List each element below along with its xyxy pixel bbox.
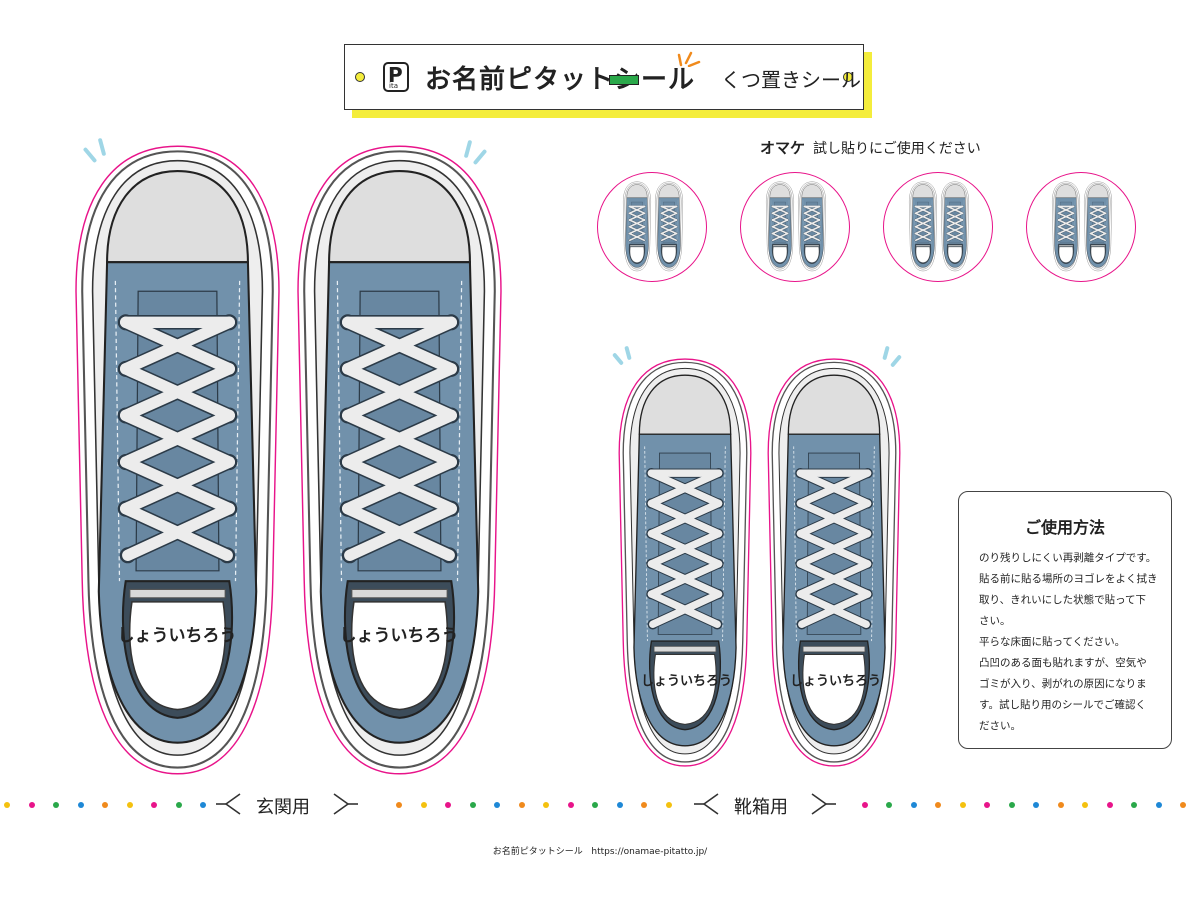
trial-text: 試し貼りにご使用ください [813, 141, 981, 157]
trial-shoes-3 [908, 180, 970, 273]
divider-dot [861, 802, 868, 808]
divider-dot [543, 802, 549, 808]
footer-brand: お名前ピタットシール [492, 847, 583, 857]
logo-letter: P [388, 63, 403, 87]
howto-line: さい。 [979, 615, 1011, 627]
divider-dot [518, 802, 525, 808]
howto-line: ゴミが入り、剥がれの原因になりま [979, 678, 1147, 690]
divider-dot [102, 802, 108, 808]
divider-dot [494, 802, 500, 808]
howto-line: 取り、きれいにした状態で貼って下 [979, 594, 1147, 606]
brand-title: お名前ピタットシール [425, 65, 696, 95]
howto-line: す。試し貼り用のシールでご確認く [979, 699, 1146, 711]
divider-dot [200, 802, 206, 808]
footer-url: https://onamae-pitatto.jp/ [591, 847, 708, 857]
footer: お名前ピタットシール https://onamae-pitatto.jp/ [0, 844, 1200, 857]
trial-shoes-1 [622, 180, 684, 273]
trial-sticker-3 [883, 172, 993, 282]
trial-sticker-2 [740, 172, 850, 282]
entrance-shoe-right [282, 140, 517, 780]
divider-dot [959, 802, 966, 808]
entrance-left-name: しょういちろう [117, 626, 237, 646]
howto-line: のり残りしにくい再剥離タイプです。 [979, 552, 1157, 564]
shoebox-shoe-right [767, 355, 901, 770]
divider-dot [910, 802, 917, 808]
brand-accent-bar [609, 75, 639, 85]
sheet-subtitle: くつ置きシール [721, 68, 861, 92]
divider-dot [420, 802, 427, 808]
divider-dot [567, 802, 574, 808]
divider-dot [445, 802, 451, 808]
howto-box: ご使用方法 のり残りしにくい再剥離タイプです。 貼る前に貼る場所のヨゴレをよく拭… [958, 491, 1172, 749]
header-dot-left [355, 72, 365, 82]
divider-dot [175, 802, 182, 808]
section-entrance: 玄関用 [256, 797, 310, 818]
divider-dot [77, 802, 84, 808]
trial-sticker-4 [1026, 172, 1136, 282]
bracket-right-icon [811, 793, 836, 815]
divider-dot [151, 802, 157, 808]
divider-dot [53, 802, 59, 808]
divider-dot [886, 802, 892, 808]
header-dot-right [843, 72, 853, 82]
sparkle-icon [677, 51, 701, 67]
shoebox-right-name: しょういちろう [790, 674, 882, 689]
divider-dot [1082, 802, 1088, 808]
logo-sub: ita [389, 82, 398, 90]
divider-dot [1033, 802, 1039, 808]
divider-dot [616, 802, 623, 808]
divider-dot [1155, 802, 1162, 808]
section-shoebox: 靴箱用 [734, 797, 788, 818]
divider-dot [1057, 802, 1064, 808]
divider-dot [126, 802, 133, 808]
divider-dot [935, 802, 941, 808]
divider-dot [1008, 802, 1015, 808]
howto-line: 貼る前に貼る場所のヨゴレをよく拭き [979, 573, 1158, 585]
divider-dot [469, 802, 476, 808]
divider-dot [1131, 802, 1137, 808]
pita-logo-icon: P ita [383, 62, 409, 92]
divider-dot [665, 802, 672, 808]
divider-dot [1106, 802, 1113, 808]
divider-dot [592, 802, 598, 808]
howto-line: 凸凹のある面も貼れますが、空気や [979, 657, 1147, 669]
howto-body: のり残りしにくい再剥離タイプです。 貼る前に貼る場所のヨゴレをよく拭き 取り、き… [979, 548, 1161, 737]
divider-dot [1180, 802, 1186, 808]
divider-dot [4, 802, 10, 808]
howto-title: ご使用方法 [1024, 518, 1105, 537]
bracket-right-icon [333, 793, 358, 815]
bracket-left-icon [216, 793, 241, 815]
trial-sticker-1 [597, 172, 707, 282]
divider-dot [28, 802, 35, 808]
shoebox-shoe-left [618, 355, 752, 770]
entrance-shoe-left [60, 140, 295, 780]
header-banner: P ita お名前ピタットシール くつ置きシール [344, 44, 864, 110]
howto-line: 平らな床面に貼ってください。 [979, 636, 1126, 648]
trial-shoes-4 [1051, 180, 1113, 273]
divider-dot [984, 802, 990, 808]
howto-line: ださい。 [979, 720, 1021, 732]
bracket-left-icon [694, 793, 719, 815]
entrance-right-name: しょういちろう [339, 626, 459, 646]
trial-label: オマケ試し貼りにご使用ください [760, 137, 981, 158]
divider-dot [641, 802, 647, 808]
divider-dot [396, 802, 402, 808]
shoebox-left-name: しょういちろう [641, 674, 733, 689]
trial-shoes-2 [765, 180, 827, 273]
trial-title: オマケ [760, 139, 806, 157]
